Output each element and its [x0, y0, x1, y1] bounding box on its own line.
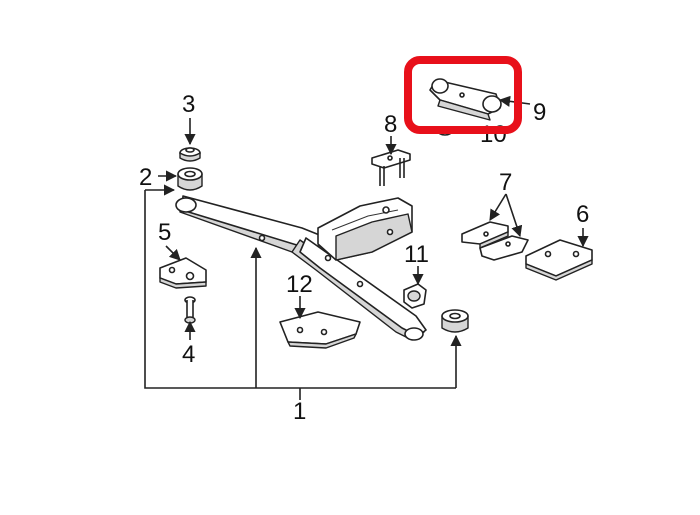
strut-brace-part-9: [429, 78, 502, 121]
clamp-part-11: [403, 283, 427, 309]
bracket-part-7: [461, 221, 529, 261]
bracket-part-6: [525, 239, 593, 281]
stud-bracket-part-8: [371, 149, 411, 186]
callout-1: 1: [293, 398, 306, 425]
callout-12: 12: [286, 271, 313, 298]
callout-5: 5: [158, 219, 171, 246]
bracket-part-5: [159, 257, 207, 289]
callout-10: 10: [480, 121, 507, 148]
bushing-part: [177, 167, 203, 191]
callout-7: 7: [499, 169, 512, 196]
bracket-part-12: [279, 311, 361, 349]
subframe-crossmember: [175, 195, 427, 341]
callout-4: 4: [182, 341, 195, 368]
callout-3: 3: [182, 91, 195, 118]
leader-lines: [144, 95, 589, 400]
callout-8: 8: [384, 111, 397, 138]
callout-9: 9: [533, 99, 546, 126]
callout-6: 6: [576, 201, 589, 228]
highlight-box: [404, 56, 522, 134]
callout-2: 2: [139, 164, 152, 191]
rear-bushing: [441, 309, 469, 333]
mount-cap-part: [179, 147, 201, 162]
bolt-part-4: [184, 296, 196, 324]
callout-11: 11: [404, 241, 429, 268]
